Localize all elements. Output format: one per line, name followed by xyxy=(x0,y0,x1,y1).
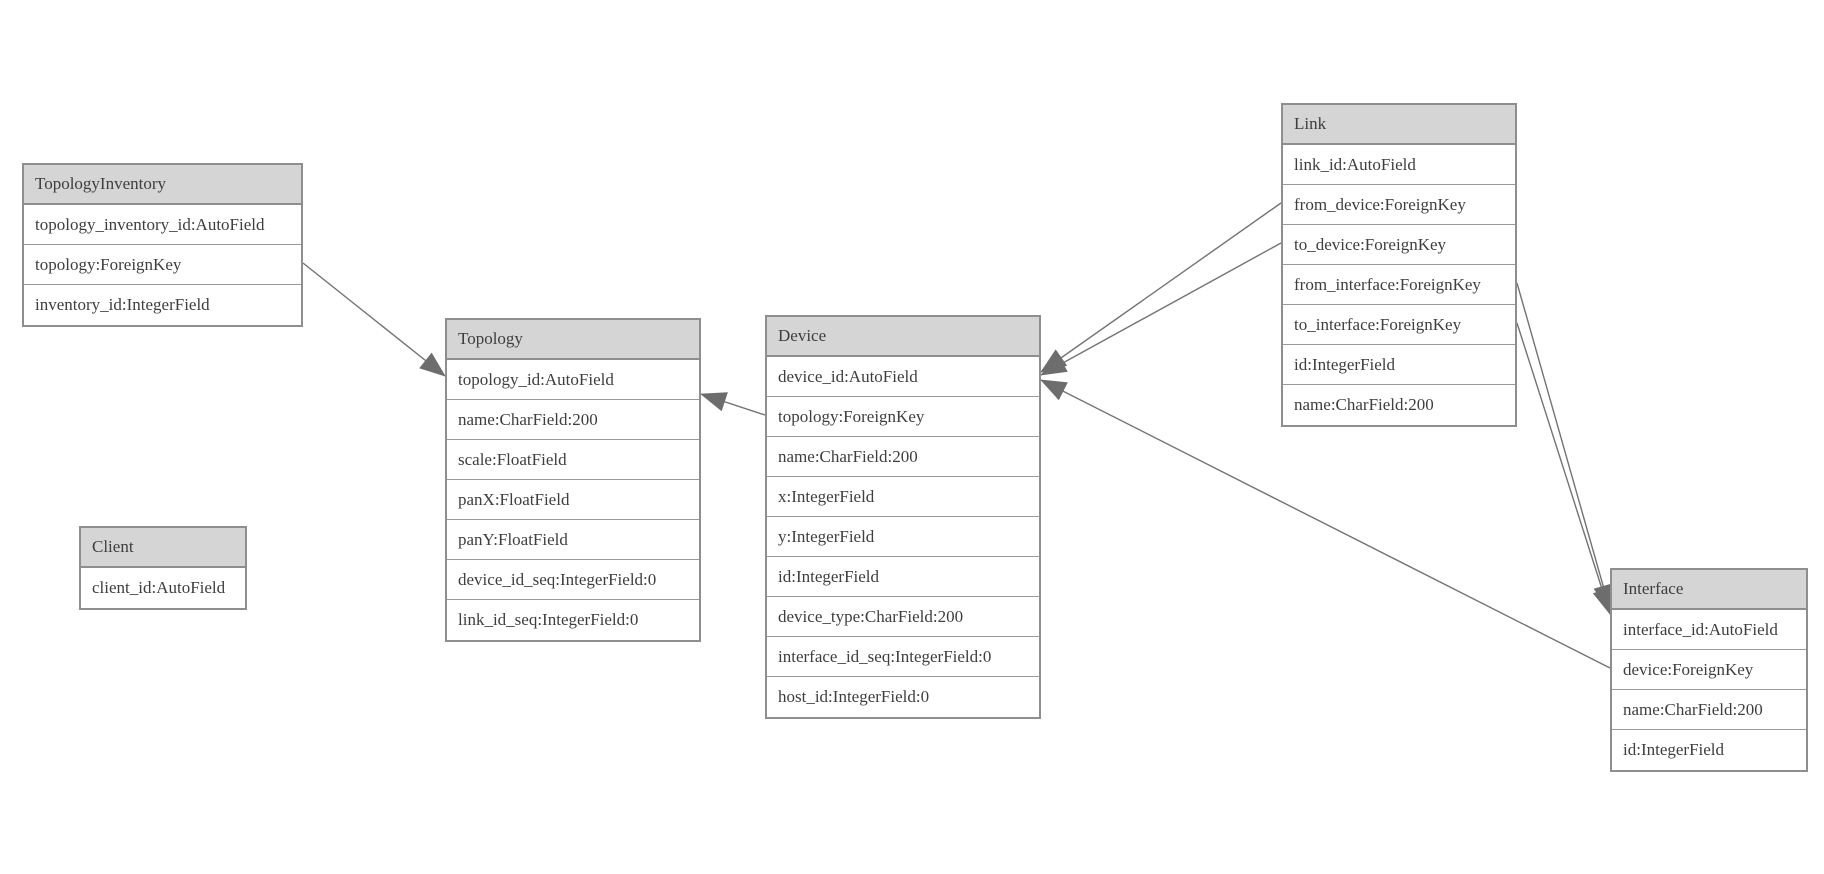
field-row-id: id:IntegerField xyxy=(1283,345,1515,385)
fk-line-topologyinventory-topology xyxy=(302,262,446,377)
field-row-topology: topology:ForeignKey xyxy=(767,397,1039,437)
field-row-device_type: device_type:CharField:200 xyxy=(767,597,1039,637)
field-row-name: name:CharField:200 xyxy=(767,437,1039,477)
field-row-client_id: client_id:AutoField xyxy=(92,578,226,597)
field-row-topology_id: topology_id:AutoField xyxy=(447,360,699,400)
field-row-inventory_id: inventory_id:IntegerField xyxy=(35,295,210,314)
field-row-topology: topology:ForeignKey xyxy=(24,245,301,285)
field-row-host_id: host_id:IntegerField:0 xyxy=(778,687,930,706)
field-row-device_id: device_id:AutoField xyxy=(767,357,1039,397)
field-row-panY: panY:FloatField xyxy=(447,520,699,560)
fk-line-link-to_interface xyxy=(1516,322,1612,615)
fk-line-link-from_interface xyxy=(1516,282,1613,611)
field-row-name: name:CharField:200 xyxy=(1612,690,1806,730)
entity-title: TopologyInventory xyxy=(24,165,301,205)
field-row-interface_id: interface_id:AutoField xyxy=(1612,610,1806,650)
field-row-name: name:CharField:200 xyxy=(1294,395,1434,414)
field-row-device: device:ForeignKey xyxy=(1612,650,1806,690)
field-row-id: id:IntegerField xyxy=(1623,740,1725,759)
field-row-scale: scale:FloatField xyxy=(447,440,699,480)
field-row-name: name:CharField:200 xyxy=(447,400,699,440)
field-row-from_interface: from_interface:ForeignKey xyxy=(1283,265,1515,305)
field-row-interface_id_seq: interface_id_seq:IntegerField:0 xyxy=(767,637,1039,677)
field-row-x: x:IntegerField xyxy=(767,477,1039,517)
fk-line-device-topology xyxy=(700,392,766,416)
field-row-to_device: to_device:ForeignKey xyxy=(1283,225,1515,265)
field-row-id: id:IntegerField xyxy=(767,557,1039,597)
entity-title: Client xyxy=(81,528,245,568)
entity-title: Device xyxy=(767,317,1039,357)
entity-title: Link xyxy=(1283,105,1515,145)
field-row-from_device: from_device:ForeignKey xyxy=(1283,185,1515,225)
fk-line-interface-device xyxy=(1040,379,1611,669)
entity-title: Interface xyxy=(1612,570,1806,610)
field-row-topology_inventory_id: topology_inventory_id:AutoField xyxy=(24,205,301,245)
field-row-panX: panX:FloatField xyxy=(447,480,699,520)
field-row-to_interface: to_interface:ForeignKey xyxy=(1283,305,1515,345)
field-row-link_id: link_id:AutoField xyxy=(1283,145,1515,185)
field-row-device_id_seq: device_id_seq:IntegerField:0 xyxy=(447,560,699,600)
field-row-link_id_seq: link_id_seq:IntegerField:0 xyxy=(458,610,639,629)
entity-table-client: Client client_id:AutoField xyxy=(79,526,247,610)
entity-title: Topology xyxy=(447,320,699,360)
fk-line-link-to_device xyxy=(1040,242,1282,376)
field-row-y: y:IntegerField xyxy=(767,517,1039,557)
fk-line-link-from_device xyxy=(1040,202,1282,373)
